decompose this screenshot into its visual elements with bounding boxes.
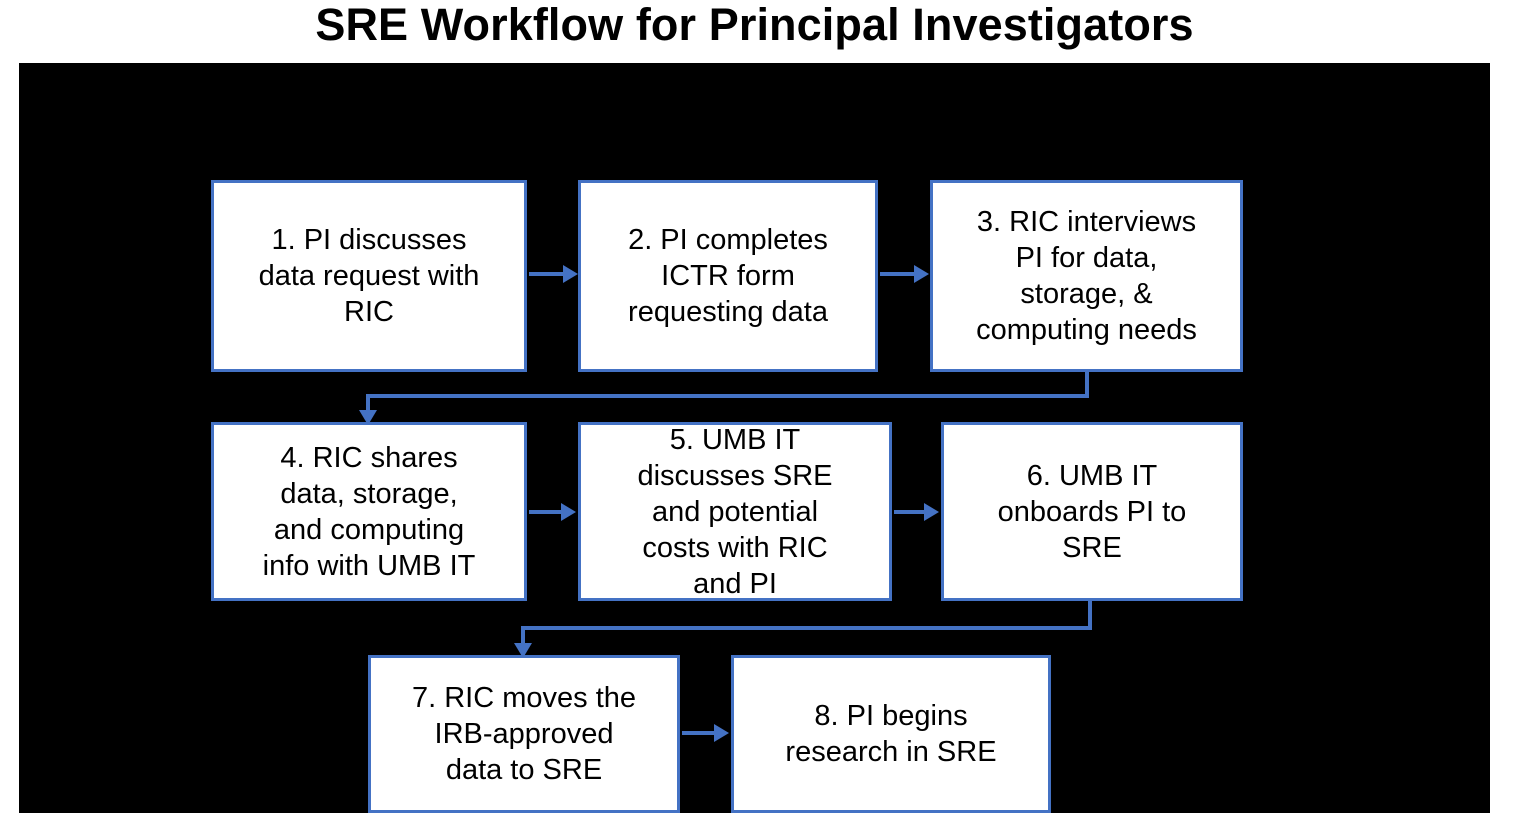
flow-node-step-1[interactable]: 1. PI discusses data request with RIC xyxy=(211,180,527,372)
connector-step-4-to-step-5-line xyxy=(529,510,563,514)
flow-node-step-7[interactable]: 7. RIC moves the IRB-approved data to SR… xyxy=(368,655,680,813)
flow-node-step-2-label: 2. PI completes ICTR form requesting dat… xyxy=(628,224,828,328)
flow-node-step-7-label: 7. RIC moves the IRB-approved data to SR… xyxy=(411,682,637,786)
flow-node-step-6[interactable]: 6. UMB IT onboards PI to SRE xyxy=(941,422,1243,601)
connector-step-5-to-step-6-line xyxy=(894,510,926,514)
flow-node-step-4[interactable]: 4. RIC shares data, storage, and computi… xyxy=(211,422,527,601)
flow-node-step-8[interactable]: 8. PI begins research in SRE xyxy=(731,655,1051,813)
page-title: SRE Workflow for Principal Investigators xyxy=(315,0,1194,50)
flow-node-step-3-label: 3. RIC interviews PI for data, storage, … xyxy=(976,206,1197,346)
connector-step-1-to-step-2-line xyxy=(529,272,565,276)
connector-step-6-to-step-7-segment-down xyxy=(1088,601,1092,629)
connector-step-4-to-step-5-arrowhead xyxy=(561,503,576,521)
flow-node-step-1-label: 1. PI discusses data request with RIC xyxy=(258,224,480,328)
connector-step-3-to-step-4-segment-drop xyxy=(366,394,370,414)
connector-step-7-to-step-8-arrowhead xyxy=(714,724,729,742)
connector-step-3-to-step-4-segment-down xyxy=(1085,372,1089,398)
flow-node-step-4-label: 4. RIC shares data, storage, and computi… xyxy=(262,441,476,582)
connector-step-6-to-step-7-segment-drop xyxy=(521,626,525,647)
connector-step-7-to-step-8-line xyxy=(682,731,716,735)
connector-step-5-to-step-6-arrowhead xyxy=(924,503,939,521)
connector-step-6-to-step-7-segment-left xyxy=(521,626,1092,630)
connector-step-3-to-step-4-segment-left xyxy=(366,394,1089,398)
connector-step-2-to-step-3-line xyxy=(880,272,916,276)
flow-node-step-2[interactable]: 2. PI completes ICTR form requesting dat… xyxy=(578,180,878,372)
flow-node-step-3[interactable]: 3. RIC interviews PI for data, storage, … xyxy=(930,180,1243,372)
connector-step-2-to-step-3-arrowhead xyxy=(914,265,929,283)
flow-node-step-5[interactable]: 5. UMB IT discusses SRE and potential co… xyxy=(578,422,892,601)
flow-node-step-8-label: 8. PI begins research in SRE xyxy=(785,700,997,768)
flow-node-step-6-label: 6. UMB IT onboards PI to SRE xyxy=(997,459,1187,564)
connector-step-1-to-step-2-arrowhead xyxy=(563,265,578,283)
connector-step-6-to-step-7-arrowhead xyxy=(514,643,532,658)
slide-title-band: SRE Workflow for Principal Investigators xyxy=(19,0,1490,63)
flow-node-step-5-label: 5. UMB IT discusses SRE and potential co… xyxy=(637,423,833,600)
connector-step-3-to-step-4-arrowhead xyxy=(359,410,377,425)
